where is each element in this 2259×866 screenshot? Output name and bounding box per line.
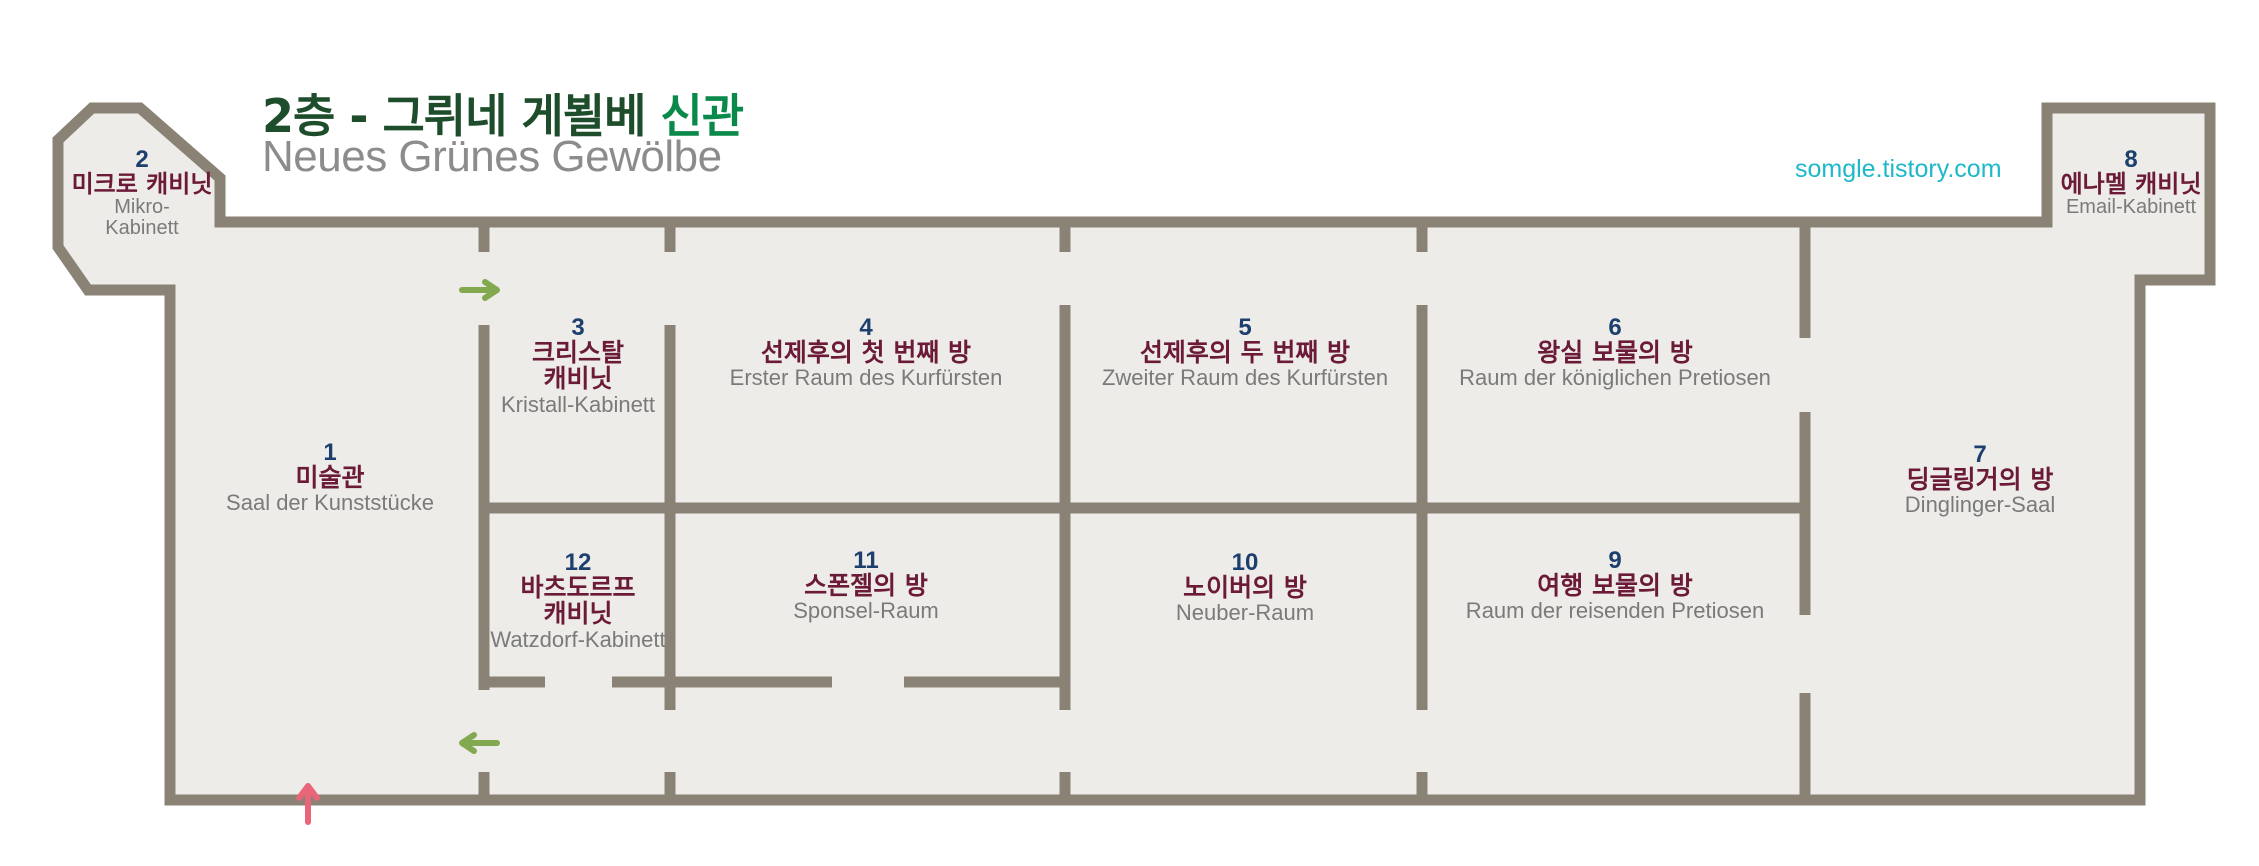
- room-name-german: Mikro-: [114, 196, 170, 219]
- room-name-german: Watzdorf-Kabinett: [490, 626, 666, 652]
- room-number: 5: [1238, 314, 1252, 341]
- room-name-korean: 노이버의 방: [1183, 573, 1307, 603]
- room-number: 10: [1231, 549, 1259, 576]
- room-name-german: Erster Raum des Kurfürsten: [729, 365, 1003, 391]
- site-url: somgle.tistory.com: [1795, 155, 2002, 183]
- room-name-korean: 딩글링거의 방: [1906, 465, 2054, 495]
- room-name-german: Saal der Kunststücke: [226, 490, 434, 516]
- room-number: 12: [564, 549, 592, 576]
- arrow-up-icon: [296, 783, 320, 825]
- floor-area: [58, 108, 2210, 800]
- room-name-korean: 미술관: [295, 463, 365, 493]
- room-number: 7: [1973, 441, 1987, 468]
- outer-wall: [52, 102, 2216, 806]
- room-name-german: Raum der reisenden Pretiosen: [1465, 598, 1765, 624]
- room-name-german: Kabinett: [105, 217, 179, 240]
- room-number: 4: [859, 314, 873, 341]
- room-name-korean: 미크로 캐비닛: [71, 170, 213, 199]
- room-name-korean: 선제후의 두 번째 방: [1139, 338, 1351, 368]
- room-name-german: Neuber-Raum: [1175, 600, 1315, 626]
- page-title: 2층 - 그뤼네 게뵐베 신관: [262, 80, 744, 146]
- room-number: 9: [1608, 547, 1622, 574]
- room-name-german: Dinglinger-Saal: [1904, 492, 2056, 518]
- arrow-left-icon: [459, 732, 500, 754]
- room-name-german: Sponsel-Raum: [793, 598, 939, 624]
- room-name-korean: 여행 보물의 방: [1537, 571, 1693, 601]
- room-number: 6: [1608, 314, 1622, 341]
- room-number: 2: [135, 146, 149, 173]
- room-name-korean: 캐비닛: [543, 599, 613, 629]
- room-number: 8: [2124, 146, 2138, 173]
- room-number: 3: [571, 314, 585, 341]
- room-name-german: Raum der königlichen Pretiosen: [1459, 365, 1771, 391]
- room-name-korean: 선제후의 첫 번째 방: [760, 338, 972, 368]
- room-name-german: Email-Kabinett: [2065, 196, 2197, 219]
- room-name-korean: 바츠도르프: [520, 573, 636, 603]
- arrow-right-icon: [459, 279, 500, 301]
- room-name-korean: 에나멜 캐비닛: [2060, 170, 2202, 199]
- room-name-korean: 왕실 보물의 방: [1537, 338, 1693, 368]
- room-number: 11: [853, 547, 879, 574]
- title-main: 2층 - 그뤼네 게뵐베: [262, 89, 646, 143]
- title-accent: 신관: [660, 89, 744, 143]
- room-name-korean: 크리스탈: [531, 338, 625, 368]
- room-number: 1: [323, 439, 337, 466]
- page-subtitle: Neues Grünes Gewölbe: [262, 132, 722, 181]
- room-name-german: Kristall-Kabinett: [500, 391, 656, 417]
- room-name-german: Zweiter Raum des Kurfürsten: [1101, 365, 1389, 391]
- room-name-korean: 스폰젤의 방: [804, 571, 928, 601]
- room-name-korean: 캐비닛: [543, 364, 613, 394]
